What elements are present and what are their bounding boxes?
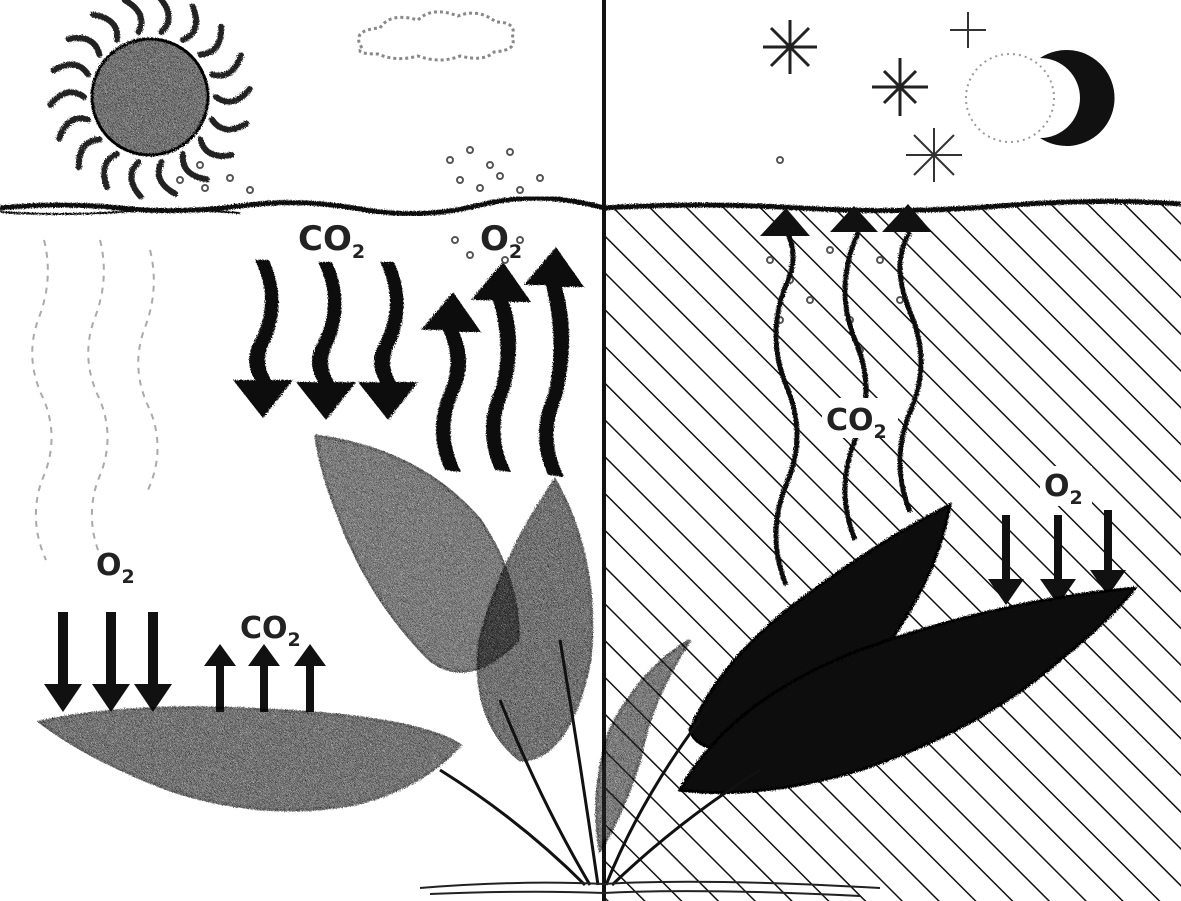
leaf-icon [40, 708, 460, 810]
label-day-co2-in: CO2 [298, 219, 365, 263]
star-icon [763, 20, 817, 74]
label-day-leaf-o2: O2 [96, 548, 135, 588]
sun-ray [54, 64, 88, 74]
sun-ray [201, 27, 222, 55]
day-leaf-o2-down-arrows [44, 612, 172, 712]
sun-ray [201, 139, 232, 156]
svg-text:CO2: CO2 [240, 611, 301, 651]
label-day-leaf-co2: CO2 [240, 611, 301, 651]
bubble [447, 157, 453, 163]
star-icon [950, 12, 986, 48]
bubble [517, 187, 523, 193]
bubble [457, 177, 463, 183]
sun-ray [93, 15, 117, 40]
svg-text:O2: O2 [480, 219, 522, 263]
sun-ray [131, 162, 140, 197]
sun-ray [50, 92, 84, 105]
sun-ray [216, 89, 250, 102]
sun-ray [69, 38, 100, 55]
bubble [777, 157, 783, 163]
sun-ray [183, 7, 196, 40]
bubble [507, 149, 513, 155]
star-icon [906, 128, 962, 182]
sun-ray [59, 118, 88, 138]
label-day-o2-out: O2 [480, 219, 522, 263]
bubble [487, 162, 493, 168]
bubble [537, 175, 543, 181]
day-leaf-co2-up-arrows [204, 644, 326, 712]
label-night-o2-in: O2 [1040, 466, 1092, 509]
sun-ray [125, 0, 141, 32]
star-icon [872, 58, 928, 116]
bubble [497, 173, 503, 179]
svg-text:CO2: CO2 [298, 219, 365, 263]
sun-ray [79, 139, 100, 167]
bubble [247, 187, 253, 193]
bubble [227, 175, 233, 181]
bubble [177, 177, 183, 183]
label-night-co2-out: CO2 [822, 398, 898, 443]
sun-ray [212, 120, 246, 130]
day-o2-up-arrows [421, 247, 584, 477]
bubble [467, 147, 473, 153]
sun-icon [50, 0, 249, 197]
sun-ray [159, 162, 175, 194]
bubble [452, 237, 458, 243]
cloud-icon [359, 12, 514, 60]
sun-ray [104, 154, 117, 187]
day-light-streams [32, 240, 157, 560]
day-co2-down-arrows [233, 260, 418, 420]
bubble [197, 162, 203, 168]
sun-ray [159, 0, 168, 32]
leaf-icon [478, 480, 591, 760]
bubble [477, 185, 483, 191]
bubble [202, 185, 208, 191]
svg-text:O2: O2 [96, 548, 135, 588]
bubble [467, 252, 473, 258]
moon-icon [966, 50, 1115, 146]
sun-ray [212, 55, 241, 75]
